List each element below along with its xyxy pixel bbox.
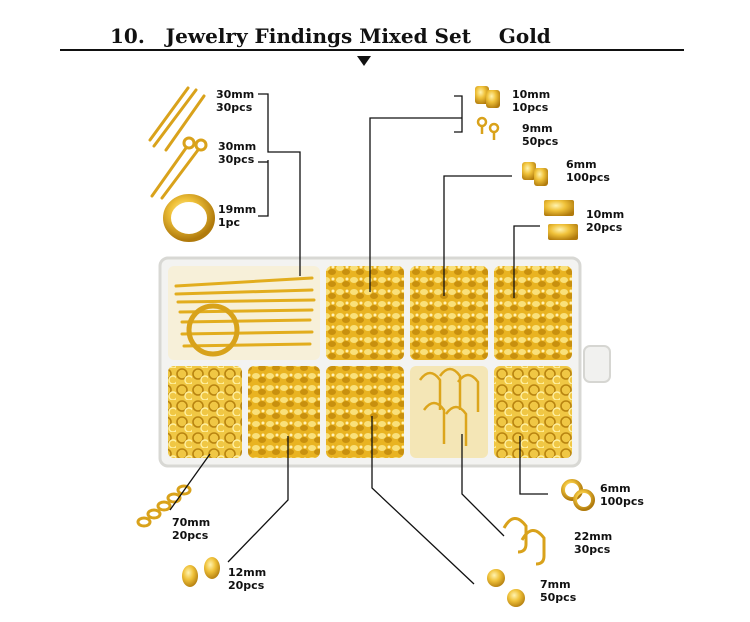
label-eye-pins: 30mm 30pcs bbox=[218, 140, 256, 166]
compartment-fold-crimps bbox=[410, 266, 488, 360]
label-size: 7mm bbox=[540, 578, 571, 591]
label-screw-eye: 9mm 50pcs bbox=[522, 122, 558, 148]
fold-crimp-image bbox=[522, 162, 548, 186]
label-extender-chain: 70mm 20pcs bbox=[172, 516, 210, 542]
label-split-ring: 19mm 1pc bbox=[218, 203, 256, 229]
label-bead-cap: 7mm 50pcs bbox=[540, 578, 576, 604]
label-size: 6mm bbox=[566, 158, 597, 171]
compartment-cord-ends bbox=[326, 266, 404, 360]
lobster-clasp-image bbox=[182, 557, 220, 587]
label-fold-crimp: 6mm 100pcs bbox=[566, 158, 610, 184]
extender-chain-image bbox=[136, 484, 192, 528]
label-qty: 30pcs bbox=[218, 153, 255, 166]
title-underline bbox=[60, 49, 684, 51]
jump-ring-image bbox=[561, 479, 595, 511]
compartment-lobster-clasps bbox=[248, 366, 320, 458]
ear-hook-image bbox=[502, 517, 546, 566]
screw-eye-image bbox=[476, 116, 500, 140]
compartment-jump-rings bbox=[494, 366, 572, 458]
label-qty: 20pcs bbox=[586, 221, 623, 234]
label-head-pins: 30mm 30pcs bbox=[216, 88, 254, 114]
label-size: 70mm bbox=[172, 516, 211, 529]
label-size: 10mm bbox=[512, 88, 551, 101]
head-pins-image bbox=[148, 86, 206, 152]
label-ribbon-end: 10mm 20pcs bbox=[586, 208, 624, 234]
label-lobster-clasp: 12mm 20pcs bbox=[228, 566, 266, 592]
label-jump-ring: 6mm 100pcs bbox=[600, 482, 644, 508]
compartment-ear-hooks bbox=[410, 366, 488, 458]
label-size: 30mm bbox=[216, 88, 255, 101]
label-size: 6mm bbox=[600, 482, 631, 495]
label-qty: 20pcs bbox=[228, 579, 265, 592]
label-size: 22mm bbox=[574, 530, 613, 543]
label-qty: 100pcs bbox=[566, 171, 610, 184]
label-qty: 10pcs bbox=[512, 101, 549, 114]
label-qty: 50pcs bbox=[540, 591, 577, 604]
page-title: 10. Jewelry Findings Mixed Set Gold bbox=[110, 24, 551, 48]
label-size: 30mm bbox=[218, 140, 257, 153]
compartment-bead-caps bbox=[326, 366, 404, 458]
label-size: 12mm bbox=[228, 566, 267, 579]
bead-cap-image bbox=[487, 569, 525, 607]
label-qty: 30pcs bbox=[216, 101, 253, 114]
leader-lines bbox=[169, 93, 548, 585]
label-size: 10mm bbox=[586, 208, 625, 221]
compartment-chain bbox=[168, 366, 242, 458]
down-arrow-icon bbox=[357, 56, 371, 66]
split-ring-image bbox=[163, 194, 215, 242]
compartment-ribbon-ends bbox=[494, 266, 572, 360]
label-qty: 1pc bbox=[218, 216, 241, 229]
label-qty: 30pcs bbox=[574, 543, 611, 556]
cord-end-image bbox=[475, 86, 500, 108]
label-qty: 100pcs bbox=[600, 495, 644, 508]
eye-pins-image bbox=[150, 136, 208, 200]
label-size: 9mm bbox=[522, 122, 553, 135]
label-cord-end: 10mm 10pcs bbox=[512, 88, 550, 114]
ribbon-end-image bbox=[544, 200, 578, 240]
label-qty: 20pcs bbox=[172, 529, 209, 542]
compartment-pins bbox=[168, 266, 320, 360]
label-ear-hook: 22mm 30pcs bbox=[574, 530, 612, 556]
label-size: 19mm bbox=[218, 203, 257, 216]
label-qty: 50pcs bbox=[522, 135, 559, 148]
